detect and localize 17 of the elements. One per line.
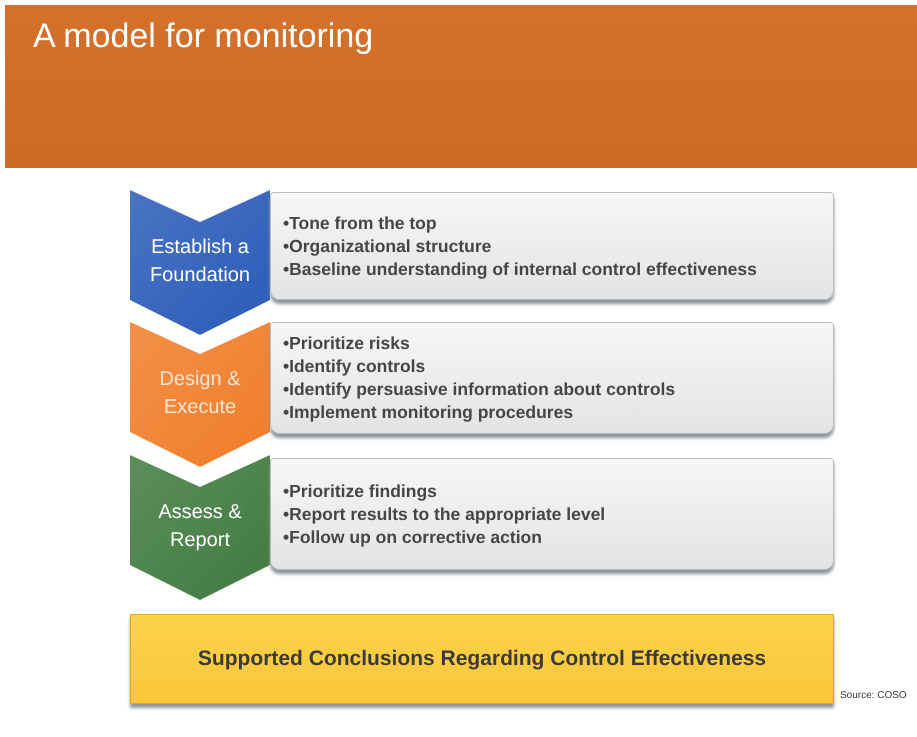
source-note: Source: COSO [840,690,907,701]
bullet-item: •Organizational structure [283,234,492,258]
bullet-item: •Prioritize findings [283,480,438,502]
bullet-item: •Identify persuasive information about controls [283,378,676,401]
bullet-item: •Report results to the appropriate level [283,502,606,526]
bullet-item: •Implement monitoring procedures [283,401,574,424]
bullet-item: •Tone from the top [283,212,438,234]
step-label: Assess & Report [157,500,243,552]
title: A model for monitoring [33,17,374,56]
bullet-item: •Baseline understanding of internal control effectiveness [283,258,757,280]
bullet-item: •Identify controls [283,355,426,378]
step-label: Design & Execute [158,366,242,420]
bullet-item: •Prioritize risks [283,332,411,355]
step-label: Establish a Foundation [148,234,252,288]
conclusion-bar [130,614,834,704]
bullet-item: •Follow up on corrective action [283,526,543,548]
conclusion-text: Supported Conclusions Regarding Control Effectiveness [198,647,766,671]
